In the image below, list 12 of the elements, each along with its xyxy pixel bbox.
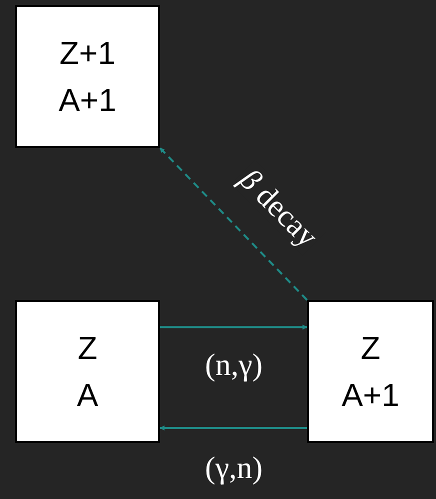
arrow — [160, 324, 308, 330]
nuclide-label: Z+1 — [59, 34, 116, 72]
nuclide-box — [15, 300, 160, 443]
nuclide-label: Z — [360, 329, 380, 368]
arrow — [159, 147, 308, 301]
arrow — [160, 425, 307, 430]
nuclide-label: Z — [78, 329, 98, 368]
nuclide-box — [15, 5, 160, 148]
nuclide-label: A+1 — [58, 80, 116, 119]
nuclide-label: A+1 — [342, 376, 400, 414]
nuclide-box — [307, 300, 434, 443]
nuclide-label: A — [76, 376, 98, 414]
